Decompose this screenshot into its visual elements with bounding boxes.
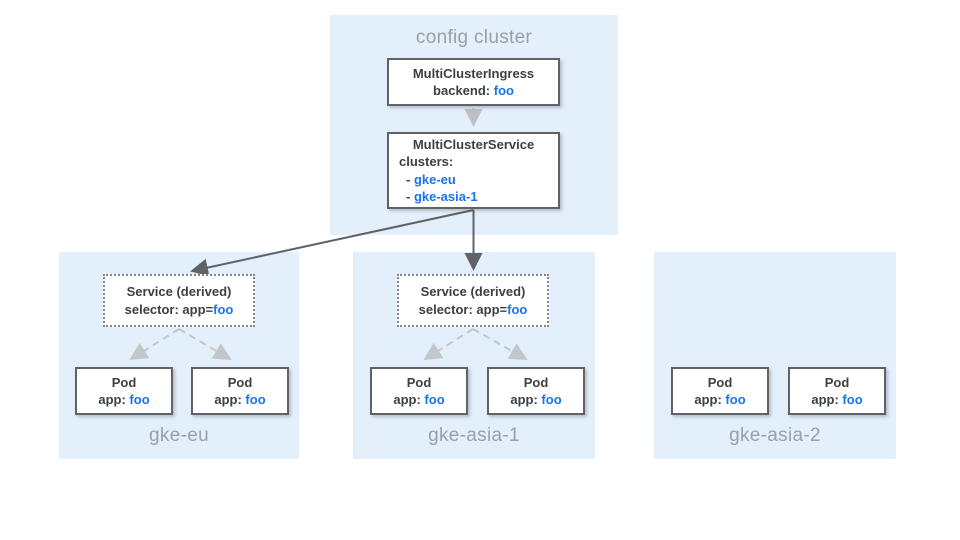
cluster-panel-gke-asia-1: gke-asia-1: [353, 252, 595, 459]
app-value: foo: [842, 392, 863, 407]
cluster-list-item: - gke-eu: [399, 171, 548, 189]
pod-app-line: app: foo: [489, 391, 583, 409]
list-bullet: -: [406, 171, 414, 187]
cluster-label-gke-asia-2: gke-asia-2: [729, 425, 821, 446]
backend-label: backend:: [433, 83, 494, 98]
selector-value: foo: [213, 301, 234, 317]
clusters-field-label: clusters:: [399, 154, 454, 169]
cluster-list-item: - gke-asia-1: [399, 188, 548, 206]
service-selector-line: selector: app=foo: [105, 301, 253, 319]
pod-box: Pod app: foo: [788, 367, 886, 415]
selector-label: selector: app=: [418, 301, 508, 317]
app-value: foo: [245, 392, 266, 407]
pod-title: Pod: [824, 374, 850, 390]
service-derived-box-gke-asia-1: Service (derived) selector: app=foo: [397, 274, 549, 327]
cluster-link-gke-asia-1: gke-asia-1: [413, 189, 478, 204]
app-value: foo: [541, 392, 562, 407]
pod-title: Pod: [707, 374, 733, 390]
pod-title: Pod: [523, 374, 549, 390]
app-value: foo: [424, 392, 445, 407]
app-label: app:: [98, 392, 130, 407]
pod-box: Pod app: foo: [671, 367, 769, 415]
service-derived-title: Service (derived): [126, 284, 232, 299]
cluster-label-gke-asia-1: gke-asia-1: [428, 425, 520, 446]
multi-cluster-ingress-box: MultiClusterIngress backend: foo: [387, 58, 560, 106]
pod-app-line: app: foo: [790, 391, 884, 409]
app-label: app:: [393, 392, 425, 407]
selector-value: foo: [507, 301, 528, 317]
config-cluster-label: config cluster: [415, 27, 533, 48]
selector-label: selector: app=: [124, 301, 214, 317]
backend-value: foo: [493, 83, 514, 98]
app-value: foo: [129, 392, 150, 407]
pod-box: Pod app: foo: [191, 367, 289, 415]
pod-box: Pod app: foo: [75, 367, 173, 415]
app-label: app:: [694, 392, 726, 407]
pod-app-line: app: foo: [673, 391, 767, 409]
app-value: foo: [725, 392, 746, 407]
service-selector-line: selector: app=foo: [399, 301, 547, 319]
multi-cluster-ingress-title: MultiClusterIngress: [412, 65, 535, 81]
multi-cluster-service-box: MultiClusterService clusters: - gke-eu -…: [387, 132, 560, 209]
pod-title: Pod: [227, 374, 253, 390]
pod-box: Pod app: foo: [487, 367, 585, 415]
cluster-link-gke-eu: gke-eu: [413, 171, 456, 187]
pod-app-line: app: foo: [372, 391, 466, 409]
pod-app-line: app: foo: [193, 391, 287, 409]
app-label: app:: [214, 392, 246, 407]
list-bullet: -: [406, 189, 414, 204]
multi-cluster-service-title: MultiClusterService: [412, 136, 535, 152]
cluster-label-gke-eu: gke-eu: [149, 425, 209, 446]
pod-box: Pod app: foo: [370, 367, 468, 415]
pod-title: Pod: [111, 374, 137, 390]
service-derived-box-gke-eu: Service (derived) selector: app=foo: [103, 274, 255, 327]
app-label: app:: [510, 392, 542, 407]
multi-cluster-ingress-backend-line: backend: foo: [389, 82, 558, 100]
cluster-panel-gke-asia-2: gke-asia-2: [654, 252, 896, 459]
pod-title: Pod: [406, 374, 432, 390]
pod-app-line: app: foo: [77, 391, 171, 409]
app-label: app:: [811, 392, 843, 407]
service-derived-title: Service (derived): [420, 284, 526, 299]
